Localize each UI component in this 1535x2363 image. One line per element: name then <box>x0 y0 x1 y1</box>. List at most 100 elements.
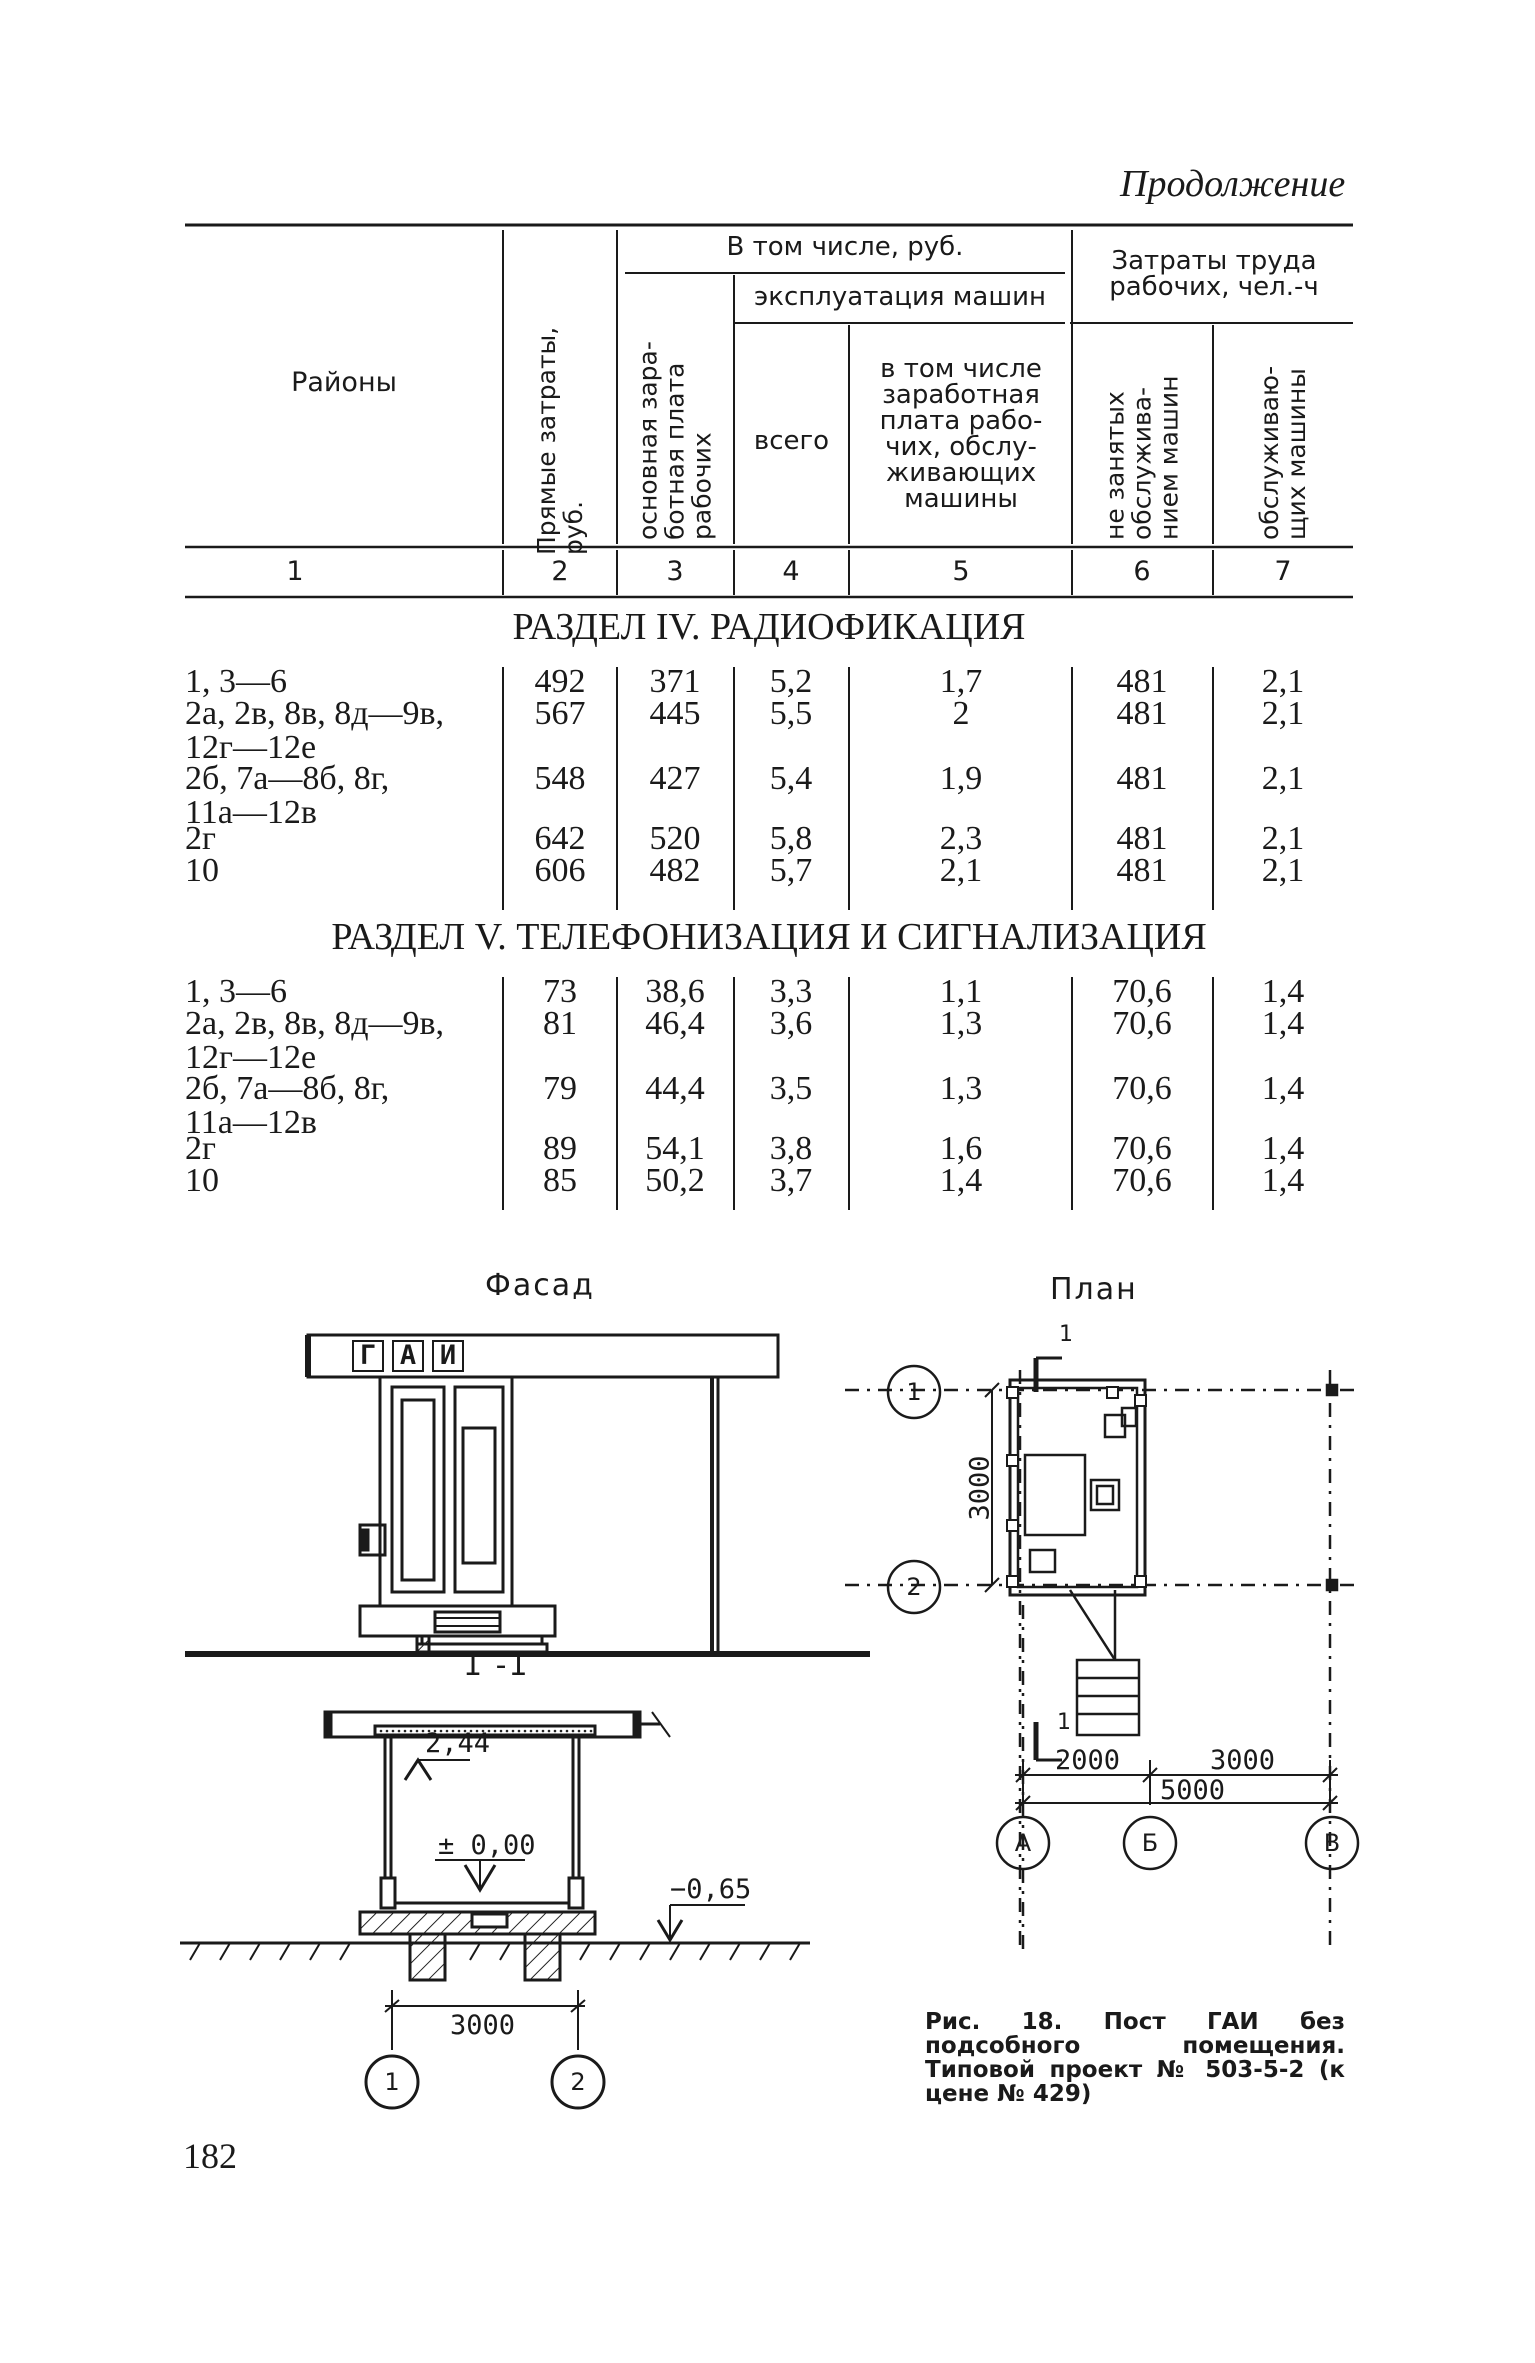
section-drawing <box>180 1710 810 2110</box>
elevation-top: 2,44 <box>425 1728 491 1759</box>
column-number: 5 <box>952 556 970 587</box>
table-cell: 1,4 <box>1261 1130 1305 1167</box>
table-cell: 481 <box>1116 760 1168 797</box>
header-labor-costs: Затраты труда рабочих, чел.-ч <box>1109 246 1319 302</box>
table-cell: 1,4 <box>939 1162 983 1199</box>
table-cell: 81 <box>543 1005 577 1042</box>
table-cell: 46,4 <box>645 1005 705 1042</box>
section-title: 1 -1 <box>463 1648 530 1683</box>
column-number: 1 <box>286 556 304 587</box>
table-cell: 2,1 <box>1261 695 1305 732</box>
table-cell: 2,1 <box>1261 820 1305 857</box>
section-axis-label: 2 <box>570 2068 586 2096</box>
facade-title: Фасад <box>485 1268 595 1303</box>
column-number: 2 <box>551 556 569 587</box>
cut-mark-label: 1 <box>1059 1322 1073 1347</box>
header-serving-machines: обслуживаю-щих машины <box>1255 365 1311 540</box>
region-label: 2а, 2в, 8в, 8д—9в, <box>185 695 445 732</box>
region-label: 2б, 7а—8б, 8г, <box>185 760 390 797</box>
table-cell: 85 <box>543 1162 577 1199</box>
plan-dimension-right: 3000 <box>1210 1745 1276 1776</box>
gai-sign: Г А И <box>352 1340 464 1372</box>
drawing-lines <box>180 1333 1360 2110</box>
region-label: 11а—12в <box>185 794 317 831</box>
region-label: 2а, 2в, 8в, 8д—9в, <box>185 1005 445 1042</box>
table-cell: 2,3 <box>939 820 983 857</box>
table-cell: 481 <box>1116 695 1168 732</box>
table-cell: 606 <box>534 852 586 889</box>
header-not-busy: не занятых обслужива-нием машин <box>1100 375 1184 540</box>
table-cell: 481 <box>1116 820 1168 857</box>
table-cell: 1,1 <box>939 973 983 1010</box>
table-cell: 3,3 <box>769 973 813 1010</box>
table-cell: 1,9 <box>939 760 983 797</box>
table-cell: 70,6 <box>1112 1070 1172 1107</box>
header-including: В том числе, руб. <box>726 232 964 262</box>
table-cell: 5,5 <box>769 695 813 732</box>
page-number: 182 <box>183 2136 237 2176</box>
column-number: 4 <box>782 556 800 587</box>
table-cell: 38,6 <box>645 973 705 1010</box>
header-direct-costs: Прямые затраты, руб. <box>532 326 588 555</box>
header-machine-wage: в том числе заработная плата рабо-чих, о… <box>879 354 1043 514</box>
plan-axis-col-label: А <box>1014 1829 1032 1857</box>
table-cell: 1,3 <box>939 1070 983 1107</box>
section-axis-label: 1 <box>384 2068 400 2096</box>
elevation-zero: ± 0,00 <box>438 1830 536 1861</box>
table-cell: 481 <box>1116 663 1168 700</box>
region-label: 11а—12в <box>185 1104 317 1141</box>
table-cell: 642 <box>534 820 586 857</box>
table-cell: 54,1 <box>645 1130 705 1167</box>
header-total: всего <box>753 426 830 456</box>
table-cell: 3,6 <box>769 1005 813 1042</box>
section-title: РАЗДЕЛ IV. РАДИОФИКАЦИЯ <box>512 606 1026 648</box>
figure-caption: Рис. 18. Пост ГАИ без подсобного помещен… <box>925 2009 1345 2107</box>
sign-letter: А <box>392 1340 424 1372</box>
plan-axis-row-label: 1 <box>906 1378 922 1406</box>
region-label: 12г—12е <box>185 1039 317 1076</box>
column-number: 7 <box>1274 556 1292 587</box>
table-cell: 70,6 <box>1112 1005 1172 1042</box>
table-cell: 3,5 <box>769 1070 813 1107</box>
plan-dimension-left: 2000 <box>1055 1745 1121 1776</box>
table-cell: 567 <box>534 695 586 732</box>
continuation-label: Продолжение <box>1120 163 1346 205</box>
region-label: 2г <box>185 820 216 857</box>
region-label: 2б, 7а—8б, 8г, <box>185 1070 390 1107</box>
plan-title: План <box>1050 1272 1138 1307</box>
table-cell: 492 <box>534 663 586 700</box>
header-machine-operation: эксплуатация машин <box>753 282 1047 312</box>
region-label: 10 <box>185 1162 219 1199</box>
figure-drawings: Фасад План 1 -1 Г А И 2,44 ± 0,00 −0,65 … <box>180 1260 1370 2140</box>
table-cell: 1,4 <box>1261 1005 1305 1042</box>
table-cell: 70,6 <box>1112 1162 1172 1199</box>
table-cell: 50,2 <box>645 1162 705 1199</box>
table-cell: 2,1 <box>1261 852 1305 889</box>
section-title: РАЗДЕЛ V. ТЕЛЕФОНИЗАЦИЯ И СИГНАЛИЗАЦИЯ <box>331 916 1207 958</box>
plan-axis-col-label: Б <box>1141 1829 1159 1857</box>
column-number: 6 <box>1133 556 1151 587</box>
table-cell: 520 <box>649 820 701 857</box>
header-region: Районы <box>291 367 397 398</box>
cut-mark-label: 1 <box>1057 1710 1071 1735</box>
table-cell: 482 <box>649 852 701 889</box>
plan-dimension-total: 5000 <box>1160 1775 1226 1806</box>
table-cell: 89 <box>543 1130 577 1167</box>
table-cell: 79 <box>543 1070 577 1107</box>
table-cell: 1,4 <box>1261 1162 1305 1199</box>
table-cell: 5,2 <box>769 663 813 700</box>
table-cell: 70,6 <box>1112 1130 1172 1167</box>
table-rules <box>185 223 1353 1210</box>
table-cell: 2,1 <box>939 852 983 889</box>
facade-drawing <box>185 1333 870 1657</box>
table-cell: 3,8 <box>769 1130 813 1167</box>
table-cell: 5,4 <box>769 760 813 797</box>
header-base-wage: основная зара-ботная плата рабочих <box>633 341 717 540</box>
plan-height-dimension: 3000 <box>964 1455 996 1521</box>
table-cell: 1,4 <box>1261 1070 1305 1107</box>
table-cell: 1,7 <box>939 663 983 700</box>
table-cell: 2 <box>952 695 970 732</box>
elevation-ground: −0,65 <box>670 1874 752 1905</box>
table-cell: 427 <box>649 760 701 797</box>
table-cell: 70,6 <box>1112 973 1172 1010</box>
